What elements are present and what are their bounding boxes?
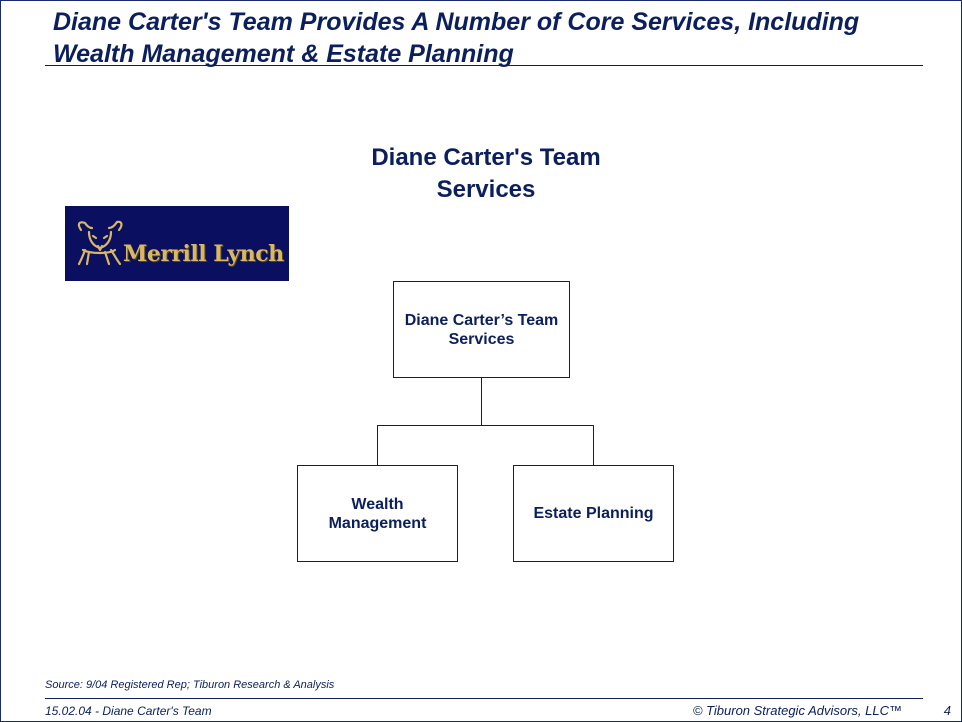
chart-subtitle-line1: Diane Carter's Team	[371, 144, 601, 171]
footer-date-label: 15.02.04 - Diane Carter's Team	[45, 704, 212, 718]
org-node-wealth-management: Wealth Management	[297, 465, 458, 562]
slide-title: Diane Carter's Team Provides A Number of…	[53, 8, 860, 68]
org-node-root-line2: Services	[448, 330, 515, 348]
footer-divider	[45, 698, 923, 699]
bull-icon	[77, 220, 123, 266]
org-node-wealth-line1: Wealth	[351, 495, 404, 513]
logo-wordmark: Merrill Lynch	[123, 241, 284, 267]
title-divider	[45, 65, 923, 66]
chart-subtitle-line2: Services	[436, 176, 536, 203]
org-node-root-line1: Diane Carter’s Team	[404, 311, 559, 329]
org-node-root: Diane Carter’s Team Services	[393, 281, 570, 378]
footer-copyright: © Tiburon Strategic Advisors, LLC™	[692, 703, 902, 718]
page-number: 4	[943, 703, 951, 718]
org-node-wealth-line2: Management	[328, 514, 427, 532]
org-node-estate-planning: Estate Planning	[513, 465, 674, 562]
chart-subtitle: Diane Carter's Team Services	[286, 142, 686, 206]
source-note: Source: 9/04 Registered Rep; Tiburon Res…	[45, 679, 335, 691]
merrill-lynch-logo: Merrill Lynch	[65, 206, 289, 281]
org-node-estate-label: Estate Planning	[533, 505, 654, 522]
